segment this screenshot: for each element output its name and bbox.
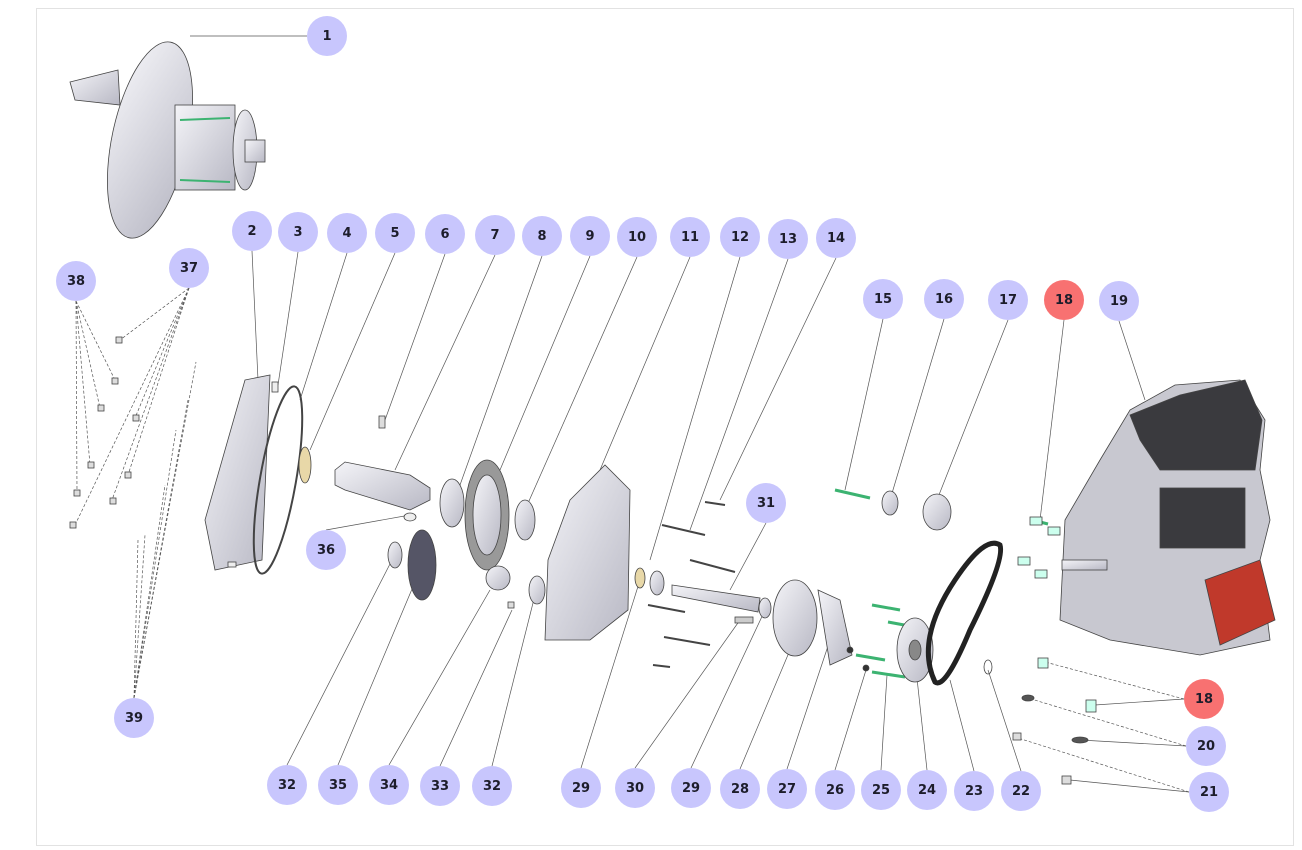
callout-24[interactable]: 24 bbox=[907, 770, 947, 810]
callout-20[interactable]: 20 bbox=[1186, 726, 1226, 766]
dashed-leaders bbox=[74, 287, 1190, 793]
callout-13[interactable]: 13 bbox=[768, 219, 808, 259]
callout-19[interactable]: 19 bbox=[1099, 281, 1139, 321]
leader-lines bbox=[190, 35, 1190, 793]
callout-6[interactable]: 6 bbox=[425, 214, 465, 254]
callout-29[interactable]: 29 bbox=[561, 768, 601, 808]
callout-14[interactable]: 14 bbox=[816, 218, 856, 258]
callout-12[interactable]: 12 bbox=[720, 217, 760, 257]
callout-35[interactable]: 35 bbox=[318, 765, 358, 805]
diagram-frame bbox=[36, 8, 1294, 846]
callout-23[interactable]: 23 bbox=[954, 771, 994, 811]
callout-33[interactable]: 33 bbox=[420, 766, 460, 806]
callout-32-b[interactable]: 32 bbox=[472, 766, 512, 806]
callout-22[interactable]: 22 bbox=[1001, 771, 1041, 811]
parts bbox=[69, 41, 1276, 785]
callout-25[interactable]: 25 bbox=[861, 770, 901, 810]
callout-11[interactable]: 11 bbox=[670, 217, 710, 257]
callout-38[interactable]: 38 bbox=[56, 261, 96, 301]
callout-10[interactable]: 10 bbox=[617, 217, 657, 257]
callout-30[interactable]: 30 bbox=[615, 768, 655, 808]
callout-16[interactable]: 16 bbox=[924, 279, 964, 319]
callout-3[interactable]: 3 bbox=[278, 212, 318, 252]
callout-5[interactable]: 5 bbox=[375, 213, 415, 253]
callout-9[interactable]: 9 bbox=[570, 216, 610, 256]
callout-39[interactable]: 39 bbox=[114, 698, 154, 738]
callout-28[interactable]: 28 bbox=[720, 769, 760, 809]
callout-26[interactable]: 26 bbox=[815, 770, 855, 810]
callout-31[interactable]: 31 bbox=[746, 483, 786, 523]
callout-34[interactable]: 34 bbox=[369, 765, 409, 805]
callout-21[interactable]: 21 bbox=[1189, 772, 1229, 812]
callout-15[interactable]: 15 bbox=[863, 279, 903, 319]
callout-27[interactable]: 27 bbox=[767, 769, 807, 809]
callout-2[interactable]: 2 bbox=[232, 211, 272, 251]
callout-37[interactable]: 37 bbox=[169, 248, 209, 288]
callout-18-highlighted-lower[interactable]: 18 bbox=[1184, 679, 1224, 719]
callout-4[interactable]: 4 bbox=[327, 213, 367, 253]
callout-8[interactable]: 8 bbox=[522, 216, 562, 256]
callout-17[interactable]: 17 bbox=[988, 280, 1028, 320]
callout-18-highlighted[interactable]: 18 bbox=[1044, 280, 1084, 320]
callout-32[interactable]: 32 bbox=[267, 765, 307, 805]
callout-29-b[interactable]: 29 bbox=[671, 768, 711, 808]
callout-1[interactable]: 1 bbox=[307, 16, 347, 56]
callout-7[interactable]: 7 bbox=[475, 215, 515, 255]
callout-36[interactable]: 36 bbox=[306, 530, 346, 570]
